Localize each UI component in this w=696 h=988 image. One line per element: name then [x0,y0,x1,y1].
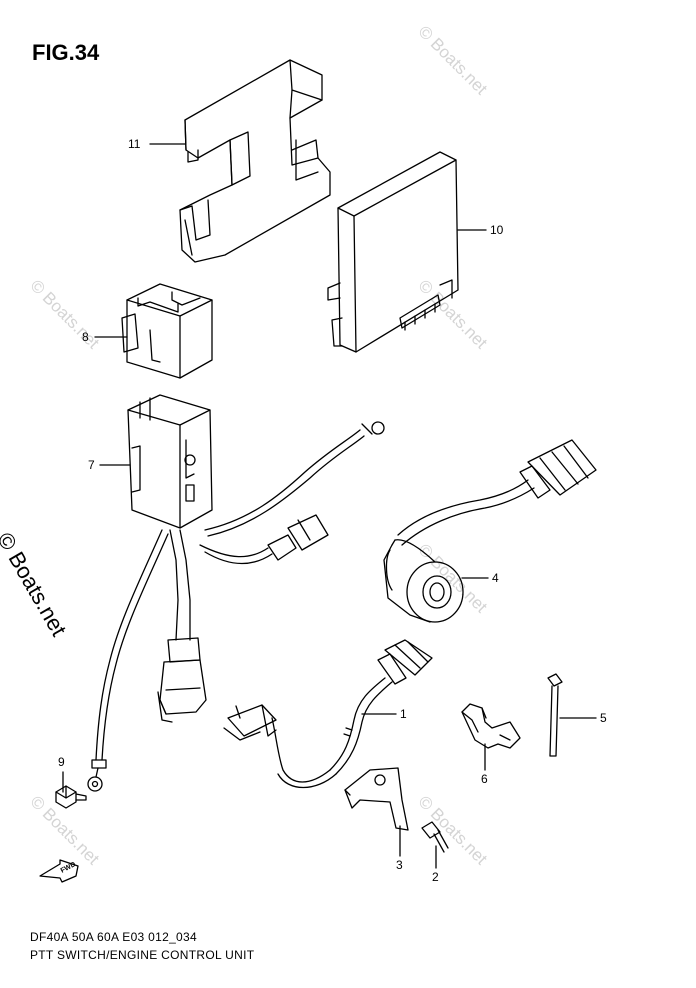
fwd-direction-arrow-icon: FWD [39,859,79,883]
caption-model: DF40A 50A 60A E03 012_034 [30,930,197,944]
figure-title: FIG.34 [32,40,100,65]
part-1-sensor-harness[interactable] [223,639,433,788]
callout-4: 4 [492,571,499,585]
part-6-clamp[interactable] [461,703,521,749]
callout-8: 8 [82,330,89,344]
callout-11: 11 [128,137,141,151]
callout-7: 7 [88,458,95,472]
part-8-relay[interactable] [121,283,213,379]
callout-2: 2 [432,870,439,884]
part-3-bracket[interactable] [344,767,409,831]
caption-title: PTT SWITCH/ENGINE CONTROL UNIT [30,948,255,962]
part-5-cable-tie[interactable] [547,673,563,757]
part-11-holder[interactable] [179,59,331,263]
callout-5: 5 [600,711,607,725]
leader-lines [62,143,597,869]
callout-1: 1 [400,707,407,721]
callout-6: 6 [481,772,488,786]
part-2-screw[interactable] [421,821,449,853]
part-10-engine-control-unit[interactable] [327,151,459,353]
callout-10: 10 [490,223,504,237]
part-7-ptt-switch[interactable] [87,394,385,792]
callout-3: 3 [396,858,403,872]
part-9-bolt[interactable] [55,785,87,809]
part-4-grommet[interactable] [383,439,597,623]
callout-9: 9 [58,755,65,769]
